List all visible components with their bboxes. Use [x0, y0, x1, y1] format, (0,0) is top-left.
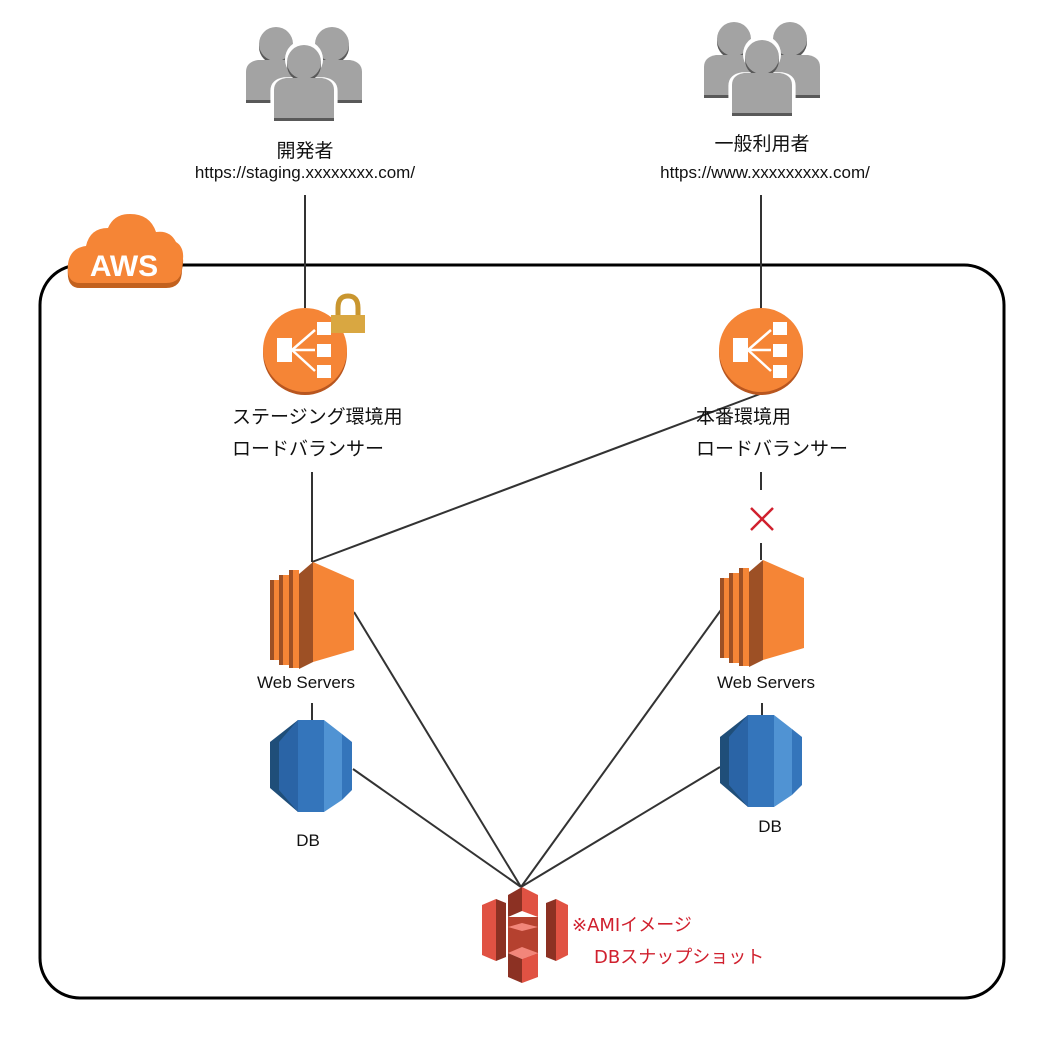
aws-cloud-boundary [38, 263, 1006, 1000]
production-load-balancer-label: 本番環境用 ロードバランサー [696, 401, 848, 465]
disconnected-x-icon [750, 507, 774, 531]
staging-web-servers-icon [270, 562, 354, 669]
production-load-balancer-icon [719, 308, 803, 395]
staging-load-balancer-icon [263, 308, 347, 395]
staging-load-balancer-label: ステージング環境用 ロードバランサー [232, 401, 403, 465]
production-web-servers-label: Web Servers [717, 673, 815, 692]
s3-note: ※AMIイメージ DBスナップショット [572, 910, 764, 974]
production-db-icon [720, 715, 802, 807]
s3-note-line2: DBスナップショット [594, 947, 765, 968]
production-db-label: DB [758, 817, 782, 836]
prod-lb-line2: ロードバランサー [696, 438, 849, 460]
connector-prod-lb-staging-web [311, 393, 761, 563]
staging-db-label: DB [296, 831, 320, 850]
s3-storage-icon [482, 887, 568, 983]
production-url: https://www.xxxxxxxxx.com/ [660, 163, 870, 182]
connector-staging-db-s3 [352, 768, 522, 888]
staging-lb-line1: ステージング環境用 [232, 406, 403, 428]
s3-note-line1: ※AMIイメージ [572, 915, 692, 936]
connector-prod-db-s3 [520, 766, 721, 888]
connector-prod-web-s3 [520, 609, 722, 888]
staging-web-servers-label: Web Servers [257, 673, 355, 692]
prod-lb-line1: 本番環境用 [696, 406, 792, 428]
lock-icon [331, 293, 365, 333]
aws-cloud-icon: AWS [67, 214, 184, 288]
aws-label: AWS [90, 250, 158, 283]
staging-lb-line2: ロードバランサー [232, 438, 385, 460]
developers-label: 開発者 [276, 140, 334, 162]
general-users-icon [704, 22, 820, 118]
developers-users-icon [246, 27, 362, 123]
production-web-servers-icon [720, 560, 804, 667]
general-users-label: 一般利用者 [714, 133, 810, 155]
staging-db-icon [270, 720, 352, 812]
connector-staging-web-s3 [353, 611, 522, 888]
staging-url: https://staging.xxxxxxxx.com/ [194, 163, 416, 182]
connections [304, 195, 763, 888]
